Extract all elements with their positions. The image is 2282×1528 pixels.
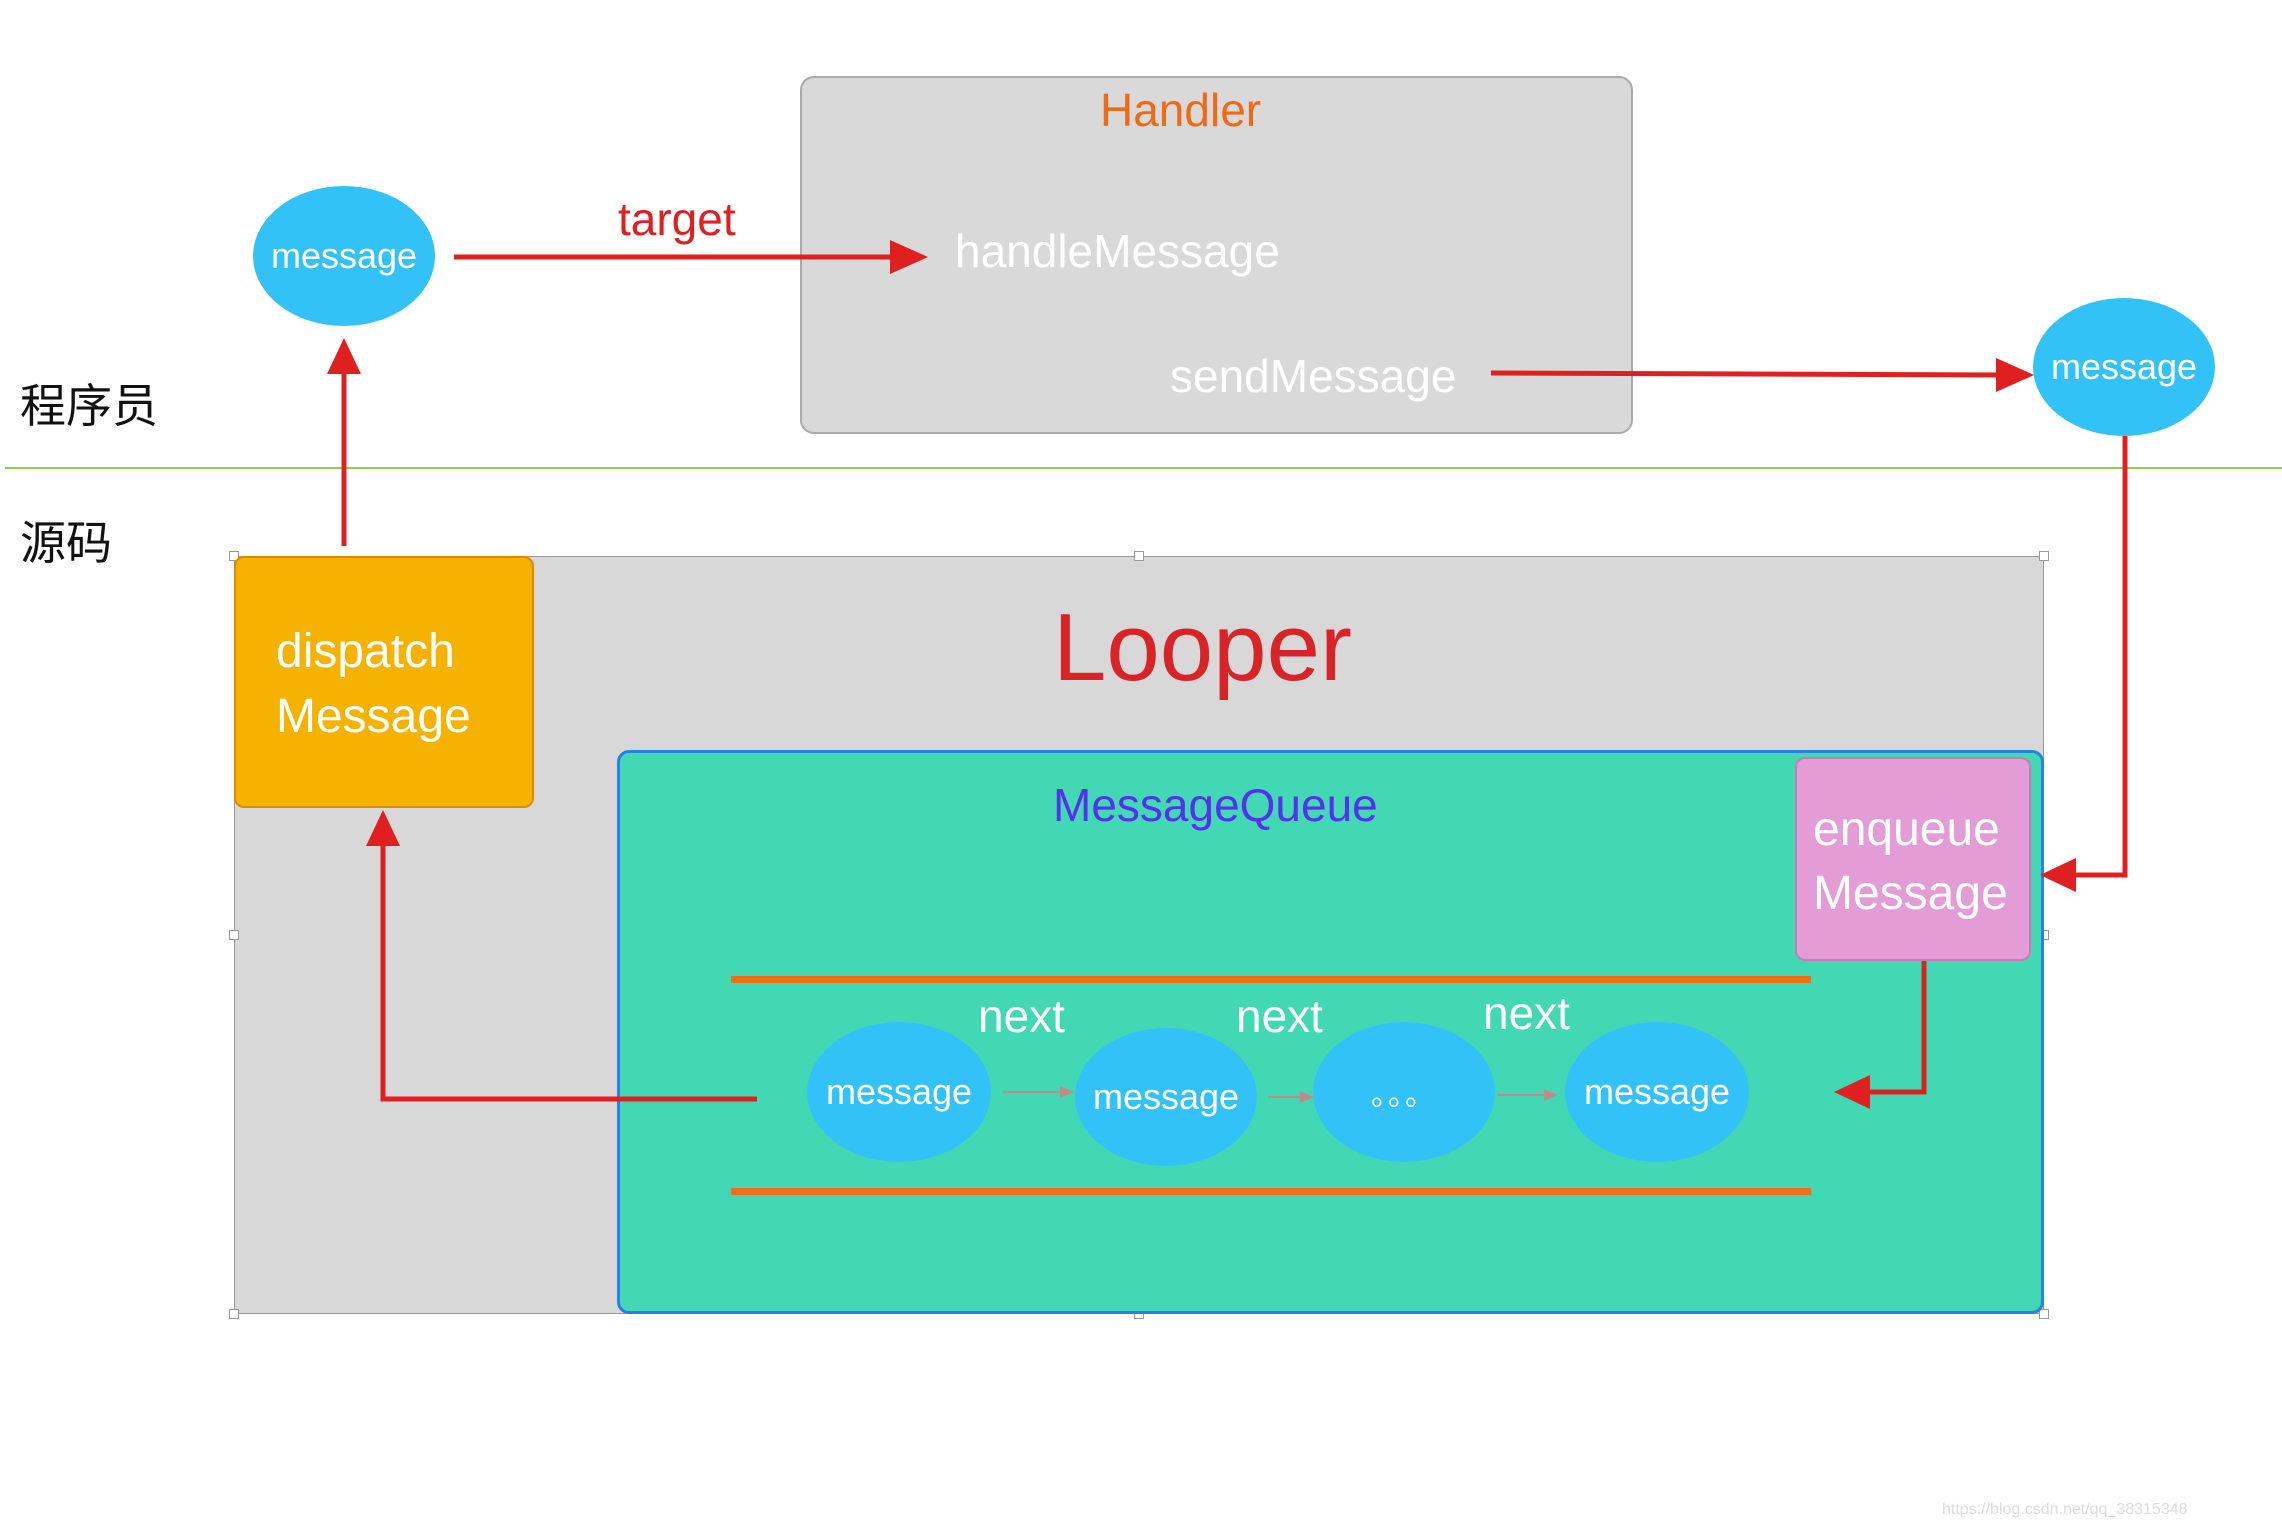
dispatch-message-box: [234, 556, 534, 808]
queue-node-label: 。。。: [1371, 1079, 1437, 1112]
enqueue-message-box: [1795, 757, 2031, 961]
enqueue-arrow-head: [2040, 858, 2076, 892]
queue-message-node-1: message: [807, 1022, 991, 1162]
dequeue-arrow-line: [380, 842, 757, 1102]
queue-node-label: message: [1092, 1076, 1240, 1117]
enqueue-to-queue-line: [1866, 961, 1927, 1095]
next-label-1: next: [978, 990, 1065, 1042]
target-arrow-head: [890, 240, 928, 274]
dispatch-label-line2: Message: [276, 690, 471, 743]
next-label-2: next: [1236, 990, 1323, 1042]
dispatch-label-line1: dispatch: [276, 625, 455, 678]
message-node-label: message: [2050, 346, 2198, 387]
enqueue-arrow-line: [2072, 436, 2128, 878]
enqueue-to-queue-head: [1834, 1075, 1870, 1109]
send-arrow-head: [1996, 358, 2034, 392]
selection-handle: [2039, 551, 2049, 561]
next-arrow-head-1: [1060, 1086, 1074, 1098]
queue-ellipsis-node: 。。。: [1313, 1022, 1495, 1162]
enqueue-label-line2: Message: [1813, 867, 2008, 920]
queue-message-node-4: message: [1565, 1022, 1749, 1162]
message-queue-title: MessageQueue: [1053, 779, 1378, 831]
programmer-label: 程序员: [20, 380, 158, 432]
enqueue-label-line1: enqueue: [1813, 803, 2000, 856]
target-label: target: [618, 193, 736, 245]
handle-message-label: handleMessage: [955, 225, 1280, 277]
watermark: https://blog.csdn.net/qq_38315348: [1942, 1501, 2188, 1518]
next-arrow-head-3: [1544, 1089, 1558, 1101]
queue-upper-line: [731, 976, 1811, 983]
next-arrow-head-2: [1300, 1091, 1314, 1103]
source-label: 源码: [20, 517, 112, 569]
queue-node-label: message: [1583, 1071, 1731, 1112]
looper-title: Looper: [1053, 594, 1352, 701]
selection-handle: [2039, 1309, 2049, 1319]
queue-message-node-2: message: [1075, 1028, 1257, 1166]
message-node-top-left: message: [253, 186, 435, 326]
message-node-label: message: [270, 235, 418, 276]
dispatch-arrow-head: [327, 338, 361, 374]
dequeue-arrow-head: [366, 810, 400, 846]
section-divider: [5, 467, 2282, 469]
handler-title: Handler: [1100, 84, 1262, 136]
send-arrow-line: [1490, 370, 2005, 378]
selection-handle: [229, 1309, 239, 1319]
selection-handle: [1134, 551, 1144, 561]
queue-lower-line: [731, 1188, 1811, 1195]
selection-handle: [229, 551, 239, 561]
next-label-3: next: [1483, 987, 1570, 1039]
send-message-label: sendMessage: [1170, 350, 1457, 402]
selection-handle: [229, 930, 239, 940]
queue-node-label: message: [825, 1071, 973, 1112]
message-node-top-right: message: [2033, 298, 2215, 436]
